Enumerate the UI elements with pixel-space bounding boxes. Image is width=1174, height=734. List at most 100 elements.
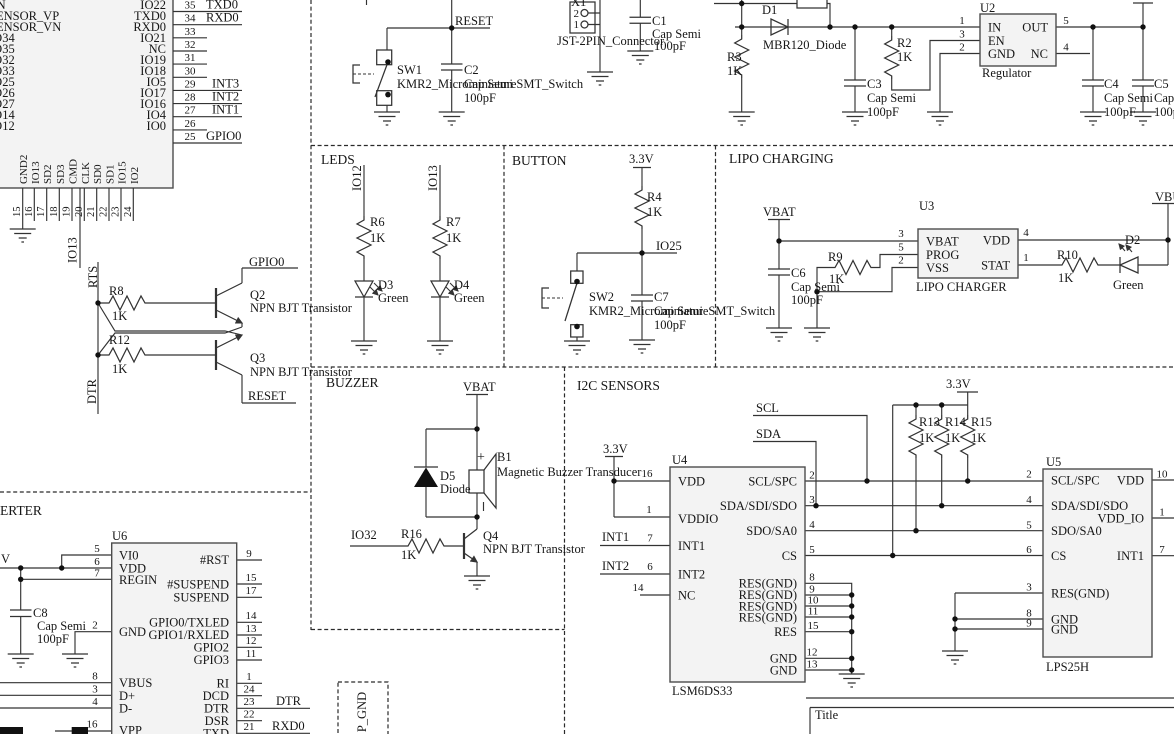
- net-label-gpio0-q2[interactable]: GPIO0: [249, 255, 284, 269]
- q4-ref: Q4: [483, 529, 499, 543]
- u3-pin-vbat: VBAT: [926, 235, 959, 249]
- u3-charger-body[interactable]: [917, 228, 1019, 279]
- r4-resistor[interactable]: [633, 186, 651, 229]
- d3-led[interactable]: [353, 280, 383, 299]
- mcu-pin-num-21: 21: [86, 207, 97, 218]
- r2-resistor[interactable]: [883, 36, 901, 79]
- c1-capacitor[interactable]: [629, 16, 652, 24]
- r3-resistor[interactable]: [733, 35, 751, 78]
- net-label-3v3-button[interactable]: 3.3V: [629, 152, 654, 166]
- d1-diode[interactable]: [770, 18, 790, 36]
- u2-regulator-body[interactable]: [979, 13, 1057, 67]
- c6-value2: 100pF: [791, 293, 823, 307]
- net-label-int2[interactable]: INT2: [212, 90, 239, 104]
- r12-resistor[interactable]: [104, 346, 150, 364]
- u5-pin-num-10: 10: [1157, 469, 1169, 481]
- net-label-vbat-buzzer[interactable]: VBAT: [463, 380, 496, 394]
- q3-transistor[interactable]: [214, 334, 244, 376]
- fuse-symbol[interactable]: [796, 0, 828, 9]
- sw2-switch[interactable]: [541, 270, 584, 338]
- sheet-label-p-gnd[interactable]: P_GND: [355, 692, 369, 732]
- net-label-int2-u4[interactable]: INT2: [602, 559, 629, 573]
- r9-resistor[interactable]: [830, 259, 876, 276]
- net-label-3v3-u4[interactable]: 3.3V: [603, 442, 628, 456]
- net-label-dtr[interactable]: DTR: [276, 694, 302, 708]
- c6-capacitor[interactable]: [768, 268, 790, 276]
- net-label-txd0[interactable]: TXD0: [206, 0, 238, 12]
- c3-capacitor[interactable]: [844, 79, 866, 87]
- sw1-switch[interactable]: [352, 49, 393, 106]
- mcu-pin-label-sensor-vn: SENSOR_VN: [0, 20, 61, 34]
- u5-pin-gnd-9: GND: [1051, 623, 1078, 637]
- net-label-3v3-pullups[interactable]: 3.3V: [946, 377, 971, 391]
- r6-ref: R6: [370, 215, 385, 229]
- net-label-io32[interactable]: IO32: [351, 528, 377, 542]
- mcu-pin-label-io14: IO14: [0, 108, 15, 122]
- net-label-v-partial[interactable]: V: [1, 552, 10, 566]
- net-label-io13-vert[interactable]: IO13: [66, 237, 80, 263]
- u6-pin-gnd: GND: [119, 625, 146, 639]
- r6-resistor[interactable]: [355, 216, 373, 259]
- r8-resistor[interactable]: [104, 294, 150, 312]
- r16-resistor[interactable]: [403, 537, 449, 555]
- net-label-scl[interactable]: SCL: [756, 401, 779, 415]
- section-title-converter: ERTER: [0, 503, 42, 518]
- r8-ref: R8: [109, 284, 124, 298]
- q4-transistor[interactable]: [462, 528, 479, 563]
- net-label-io25[interactable]: IO25: [656, 239, 682, 253]
- mcu-pin-label-io17: IO17: [140, 86, 166, 100]
- c4-capacitor[interactable]: [1082, 79, 1104, 87]
- d2-led[interactable]: [1118, 243, 1139, 274]
- x1-pin-2: 2: [574, 8, 580, 20]
- d5-diode[interactable]: [414, 466, 438, 487]
- net-label-vbat-lipo[interactable]: VBAT: [763, 205, 796, 219]
- u3-pin-num-3: 3: [898, 228, 904, 240]
- c8-capacitor[interactable]: [10, 609, 32, 618]
- c2-capacitor[interactable]: [441, 63, 463, 71]
- u6-pin-num-3: 3: [92, 683, 98, 695]
- net-label-gpio0[interactable]: GPIO0: [206, 129, 241, 143]
- u6-pin-suspend: SUSPEND: [173, 591, 229, 605]
- u6-pin-num-11: 11: [246, 648, 257, 660]
- net-label-rxd0-u6[interactable]: RXD0: [272, 719, 305, 733]
- c7-capacitor[interactable]: [631, 294, 653, 302]
- mcu-body[interactable]: [0, 0, 174, 189]
- mcu-pin-label-sd0: SD0: [92, 164, 104, 184]
- r10-resistor[interactable]: [1057, 256, 1103, 274]
- q2-transistor[interactable]: [214, 282, 244, 324]
- u6-body[interactable]: [110, 542, 238, 734]
- r7-resistor[interactable]: [431, 216, 449, 259]
- net-label-int3[interactable]: INT3: [212, 76, 239, 90]
- net-label-vbus[interactable]: VBUS: [1155, 190, 1174, 204]
- net-label-int1[interactable]: INT1: [212, 103, 239, 117]
- net-label-reset[interactable]: RESET: [455, 14, 494, 28]
- net-label-int1-u4[interactable]: INT1: [602, 530, 629, 544]
- r8-value: 1K: [112, 309, 127, 323]
- p-gnd-sheet-box: [337, 681, 389, 734]
- mcu-pin-label-io26: IO26: [0, 86, 15, 100]
- net-label-io13-led[interactable]: IO13: [426, 165, 440, 191]
- u2-pin-en: EN: [988, 34, 1005, 48]
- sw1-ref: SW1: [397, 63, 422, 77]
- d4-led[interactable]: [429, 280, 459, 299]
- u3-pin-vdd: VDD: [983, 234, 1010, 248]
- net-label-dtr-vert[interactable]: DTR: [85, 378, 99, 404]
- d4-value: Green: [454, 291, 485, 305]
- i2c-wires: [600, 391, 1174, 674]
- u4-lsm6ds33-body[interactable]: [669, 466, 806, 683]
- u5-lps25h-body[interactable]: [1042, 468, 1153, 658]
- c5-capacitor[interactable]: [1132, 79, 1154, 87]
- net-label-reset-q3[interactable]: RESET: [248, 389, 287, 403]
- r13-resistor[interactable]: [907, 415, 925, 458]
- mcu-pin-label-sd1: SD1: [105, 164, 117, 184]
- b1-ref: B1: [497, 450, 512, 464]
- r14-resistor[interactable]: [933, 415, 951, 458]
- b1-buzzer[interactable]: [468, 452, 497, 510]
- net-label-rts[interactable]: RTS: [86, 266, 100, 288]
- r15-resistor[interactable]: [959, 415, 977, 458]
- net-label-sda[interactable]: SDA: [756, 427, 781, 441]
- u5-pin-res-gnd: RES(GND): [1051, 587, 1109, 601]
- net-label-io12-led[interactable]: IO12: [350, 165, 364, 191]
- r4-ref: R4: [647, 190, 662, 204]
- net-label-rxd0[interactable]: RXD0: [206, 11, 239, 25]
